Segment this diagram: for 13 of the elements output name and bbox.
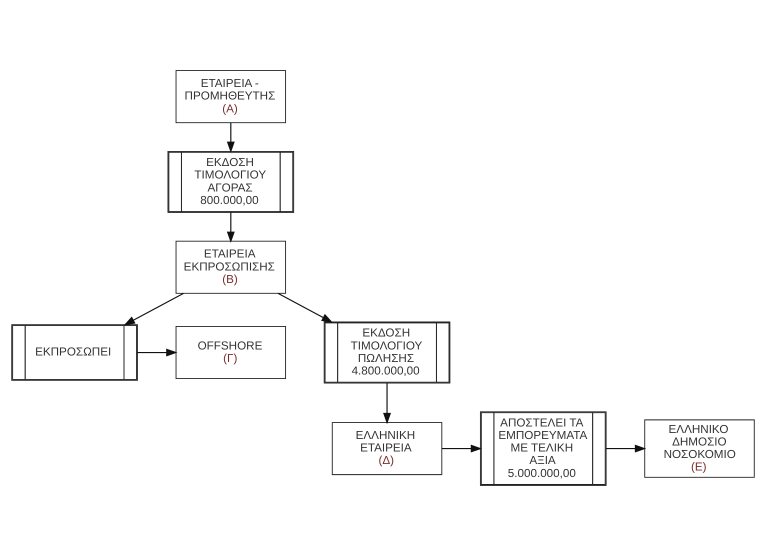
node-box: ΕΤΑΙΡΕΙΑ - ΠΡΟΜΗΘΕΥΤΗΣ (Α): [176, 70, 286, 124]
arrow: [278, 292, 333, 323]
node-box: ΕΛΛΗΝΙΚΗ ΕΤΑΙΡΕΙΑ (Δ): [332, 422, 442, 476]
node-box: ΕΛΛΗΝΙΚΟ ΔΗΜΟΣΙΟ ΝΟΣΟΚΟΜΙΟ (Ε): [644, 419, 755, 478]
node-box: OFFSHORE (Γ): [176, 326, 286, 379]
arrow: [124, 292, 184, 326]
arrow: [137, 348, 178, 356]
arrow: [442, 444, 482, 453]
arrow: [606, 444, 646, 453]
arrow: [226, 212, 235, 243]
arrow: [383, 383, 391, 424]
node-box: ΕΤΑΙΡΕΙΑ ΕΚΠΡΟΣΩΠΙΣΗΣ (Β): [176, 240, 286, 294]
arrow: [226, 122, 235, 153]
